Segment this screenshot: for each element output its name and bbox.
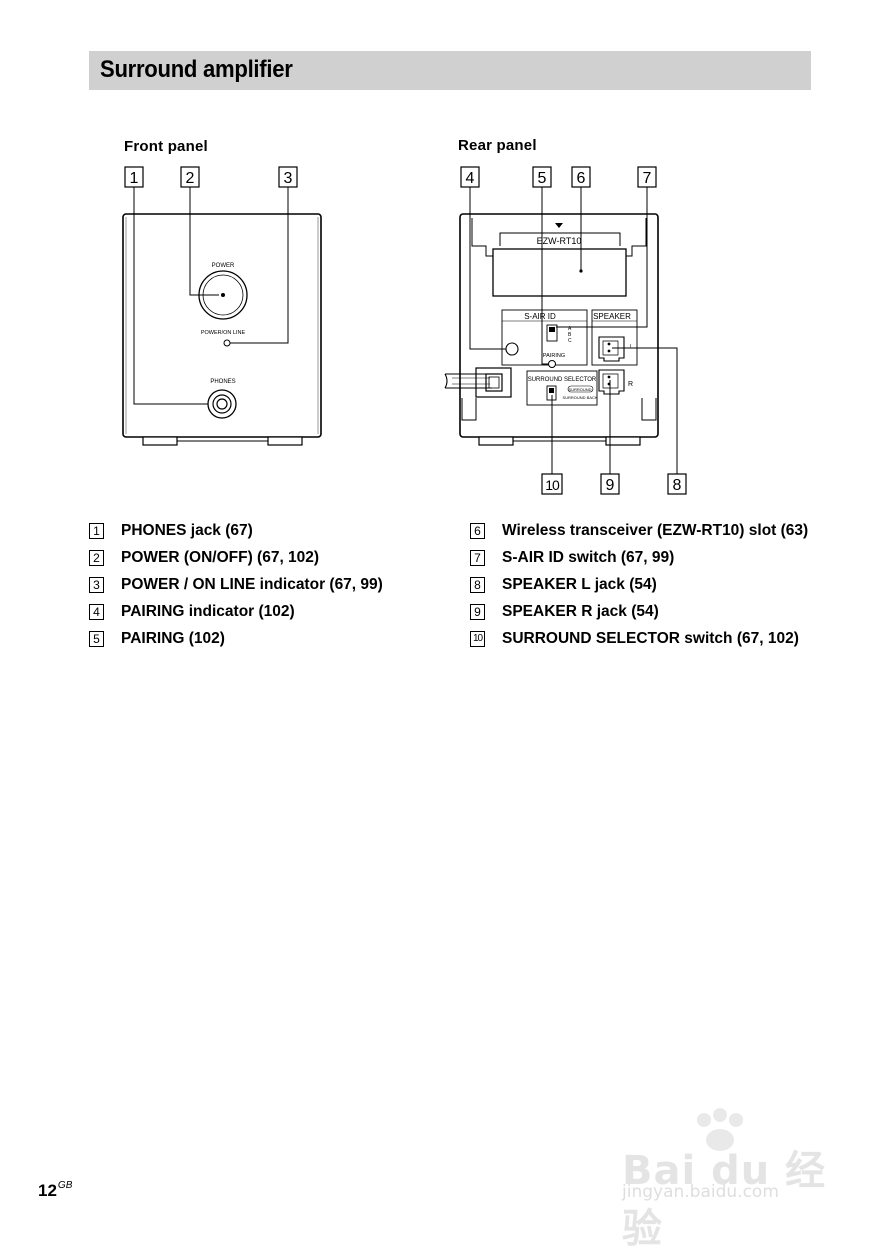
front-callout-2: 2 (180, 166, 200, 188)
transceiver-slot (492, 248, 627, 297)
section-banner: Surround amplifier (89, 51, 811, 90)
slot-label: EZW-RT10 (537, 236, 582, 246)
rear-callout-8: 8 (667, 473, 687, 495)
rear-callout-4: 4 (460, 166, 480, 188)
svg-text:SURROUND BACK: SURROUND BACK (562, 395, 597, 400)
list-item: 2 POWER (ON/OFF) (67, 102) (89, 547, 419, 568)
item-text: S-AIR ID switch (67, 99) (502, 549, 675, 566)
cable-port (475, 367, 512, 398)
callout-label: 4 (466, 170, 475, 187)
items-left-list: 1 PHONES jack (67) 2 POWER (ON/OFF) (67, 1… (89, 520, 419, 655)
front-panel-heading: Front panel (124, 138, 208, 155)
list-item: 5 PAIRING (102) (89, 628, 419, 649)
callout-label: 8 (673, 477, 682, 494)
speaker-label: SPEAKER (593, 312, 631, 321)
callout-label: 1 (130, 170, 139, 187)
rear-callout-9: 9 (600, 473, 620, 495)
callout-label: 10 (545, 477, 560, 493)
svg-text:SURROUND: SURROUND (568, 387, 591, 392)
svg-text:R: R (628, 381, 633, 388)
callout-label: 2 (186, 170, 195, 187)
item-number: 10 (470, 631, 485, 647)
callout-label: 7 (643, 170, 652, 187)
item-text: PAIRING (102) (121, 630, 225, 647)
item-text: POWER (ON/OFF) (67, 102) (121, 549, 320, 566)
item-number: 5 (89, 631, 104, 647)
rear-callout-7: 7 (637, 166, 657, 188)
item-number: 6 (470, 523, 485, 539)
power-indicator (223, 339, 231, 347)
list-item: 9 SPEAKER R jack (54) (470, 601, 810, 622)
list-item: 6 Wireless transceiver (EZW-RT10) slot (6… (470, 520, 810, 541)
item-text: Wireless transceiver (EZW-RT10) slot (63… (502, 522, 809, 539)
rear-panel-diagram: 4 5 6 7 EZW-RT10 S-AIR ID (444, 166, 687, 495)
svg-text:C: C (568, 338, 572, 344)
page-number: 12GB (38, 1180, 72, 1201)
item-text: POWER / ON LINE indicator (67, 99) (121, 576, 383, 593)
pairing-label: PAIRING (543, 353, 565, 359)
power-on-line-label: POWER/ON LINE (201, 330, 246, 336)
surround-selector-label: SURROUND SELECTOR (528, 377, 597, 383)
item-number: 3 (89, 577, 104, 593)
list-item: 7 S-AIR ID switch (67, 99) (470, 547, 810, 568)
s-air-id-label: S-AIR ID (524, 312, 556, 321)
list-item: 8 SPEAKER L jack (54) (470, 574, 810, 595)
item-text: SURROUND SELECTOR switch (67, 102) (502, 630, 799, 647)
callout-label: 6 (577, 170, 586, 187)
rear-callout-10: 10 (541, 473, 563, 495)
paw-icon (697, 1108, 743, 1151)
power-label: POWER (212, 263, 235, 269)
rear-panel-heading: Rear panel (458, 137, 537, 154)
callout-label: 5 (538, 170, 547, 187)
list-item: 1 PHONES jack (67) (89, 520, 419, 541)
pairing-button (548, 360, 556, 368)
front-callout-3: 3 (278, 166, 298, 188)
page-number-value: 12 (38, 1181, 57, 1200)
item-text: PAIRING indicator (102) (121, 603, 295, 620)
page-title: Surround amplifier (100, 56, 293, 83)
svg-text:B: B (568, 332, 572, 338)
item-number: 2 (89, 550, 104, 566)
rear-callout-5: 5 (532, 166, 552, 188)
item-number: 4 (89, 604, 104, 620)
list-item: 3 POWER / ON LINE indicator (67, 99) (89, 574, 419, 595)
item-number: 8 (470, 577, 485, 593)
item-text: SPEAKER L jack (54) (502, 576, 657, 593)
watermark-url: jingyan.baidu.com (622, 1182, 779, 1202)
item-text: SPEAKER R jack (54) (502, 603, 659, 620)
items-right-list: 6 Wireless transceiver (EZW-RT10) slot (6… (470, 520, 810, 655)
front-panel-diagram: 1 2 3 POWER POWER/ON LINE PHONES (122, 166, 322, 446)
s-air-id-switch (546, 324, 558, 342)
callout-label: 9 (606, 477, 615, 494)
list-item: 10 SURROUND SELECTOR switch (67, 102) (470, 628, 810, 649)
item-number: 7 (470, 550, 485, 566)
callout-label: 3 (284, 170, 293, 187)
baidu-watermark: Bai du 经验 jingyan.baidu.com (618, 1108, 828, 1252)
panel-diagrams: 1 2 3 POWER POWER/ON LINE PHONES (122, 166, 687, 495)
item-number: 9 (470, 604, 485, 620)
item-number: 1 (89, 523, 104, 539)
svg-text:L: L (630, 344, 633, 350)
page-number-suffix: GB (57, 1180, 73, 1191)
pairing-indicator (505, 342, 519, 356)
item-text: PHONES jack (67) (121, 522, 253, 539)
front-cabinet (122, 213, 322, 438)
list-item: 4 PAIRING indicator (102) (89, 601, 419, 622)
rear-callout-6: 6 (571, 166, 591, 188)
front-callout-1: 1 (124, 166, 144, 188)
svg-text:A: A (568, 326, 572, 332)
phones-label: PHONES (210, 379, 235, 385)
